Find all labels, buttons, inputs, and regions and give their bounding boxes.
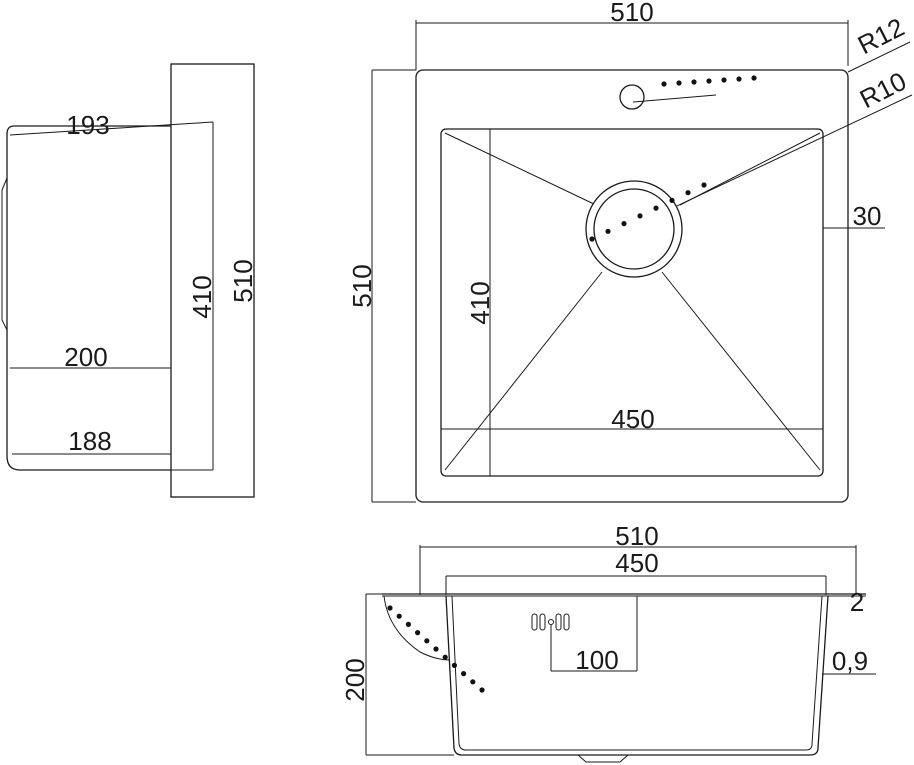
break-dot [706,78,712,84]
break-dot [637,213,643,219]
break-dot [470,679,476,685]
break-dot [605,228,611,234]
dim-label-30: 30 [853,201,882,231]
dim-label-510-width: 510 [610,0,653,27]
drain-inner-ring [593,188,675,270]
dim-label-450-top: 450 [611,404,654,434]
break-dot [415,630,421,636]
break-dot [479,687,485,693]
dim-label-r12: R12 [853,12,909,60]
break-dot [461,671,467,677]
dim-label-450-front: 450 [615,548,658,578]
tap-hole [619,84,645,110]
break-dot [676,80,682,86]
overflow-slot-2 [539,613,546,631]
dim-label-200: 200 [64,342,107,372]
break-dot [589,236,595,242]
top-outer-rim [415,69,849,503]
dim-label-510-front: 510 [615,521,658,551]
break-dot [396,613,402,619]
front-drain-outlet [577,754,629,763]
overflow-slot-3 [548,619,554,625]
front-side-curve [383,595,451,661]
front-view: 510 450 2 100 0,9 200 [340,521,876,763]
slope-line-tl [444,132,597,206]
slope-line-tr [679,132,821,206]
dim-label-188: 188 [68,426,111,456]
break-dot [387,605,393,611]
dim-label-r10: R10 [855,66,911,114]
side-view: 193 200 188 410 510 [1,63,258,498]
side-outlet [1,177,8,331]
dim-label-410-side: 410 [187,275,217,318]
break-dot [433,646,439,652]
break-dot [691,79,697,85]
leader-r12 [847,41,911,73]
top-view: 510 510 410 450 30 R12 R10 [347,0,913,503]
dim-label-100: 100 [575,645,618,675]
slope-line-bl [444,271,603,471]
break-dot [736,76,742,82]
break-dot [721,77,727,83]
top-bowl [440,128,824,477]
dim-label-410-top: 410 [465,281,495,324]
overflow-slot-5 [563,613,570,631]
break-dot [405,621,411,628]
overflow-slot-4 [555,613,562,631]
dim-label-510-side: 510 [228,259,258,302]
break-dot [621,221,627,227]
dim-label-0-9: 0,9 [832,646,868,676]
dim-line-193 [9,121,214,136]
break-dot [661,81,667,87]
break-dot [751,75,757,81]
overflow-slot-1 [531,613,538,631]
front-bowl-outline [445,595,829,756]
break-dot [442,654,448,660]
drain-outer-ring [585,180,683,278]
side-bowl-outline [6,125,171,471]
dotted-break-lines [387,75,757,693]
break-dot [424,638,430,644]
break-dot [669,197,675,203]
dim-label-510-height: 510 [347,264,377,307]
break-dot [451,662,457,669]
dim-label-2: 2 [850,587,864,617]
break-dot [701,182,707,188]
side-flange [170,63,255,498]
tap-hole-leader [632,94,717,103]
front-bowl-inner [451,595,823,751]
slope-line-br [661,271,821,471]
dim-label-193: 193 [66,110,109,140]
dim-label-200-front: 200 [340,658,370,701]
break-dot [653,205,659,211]
break-dot [685,190,691,196]
